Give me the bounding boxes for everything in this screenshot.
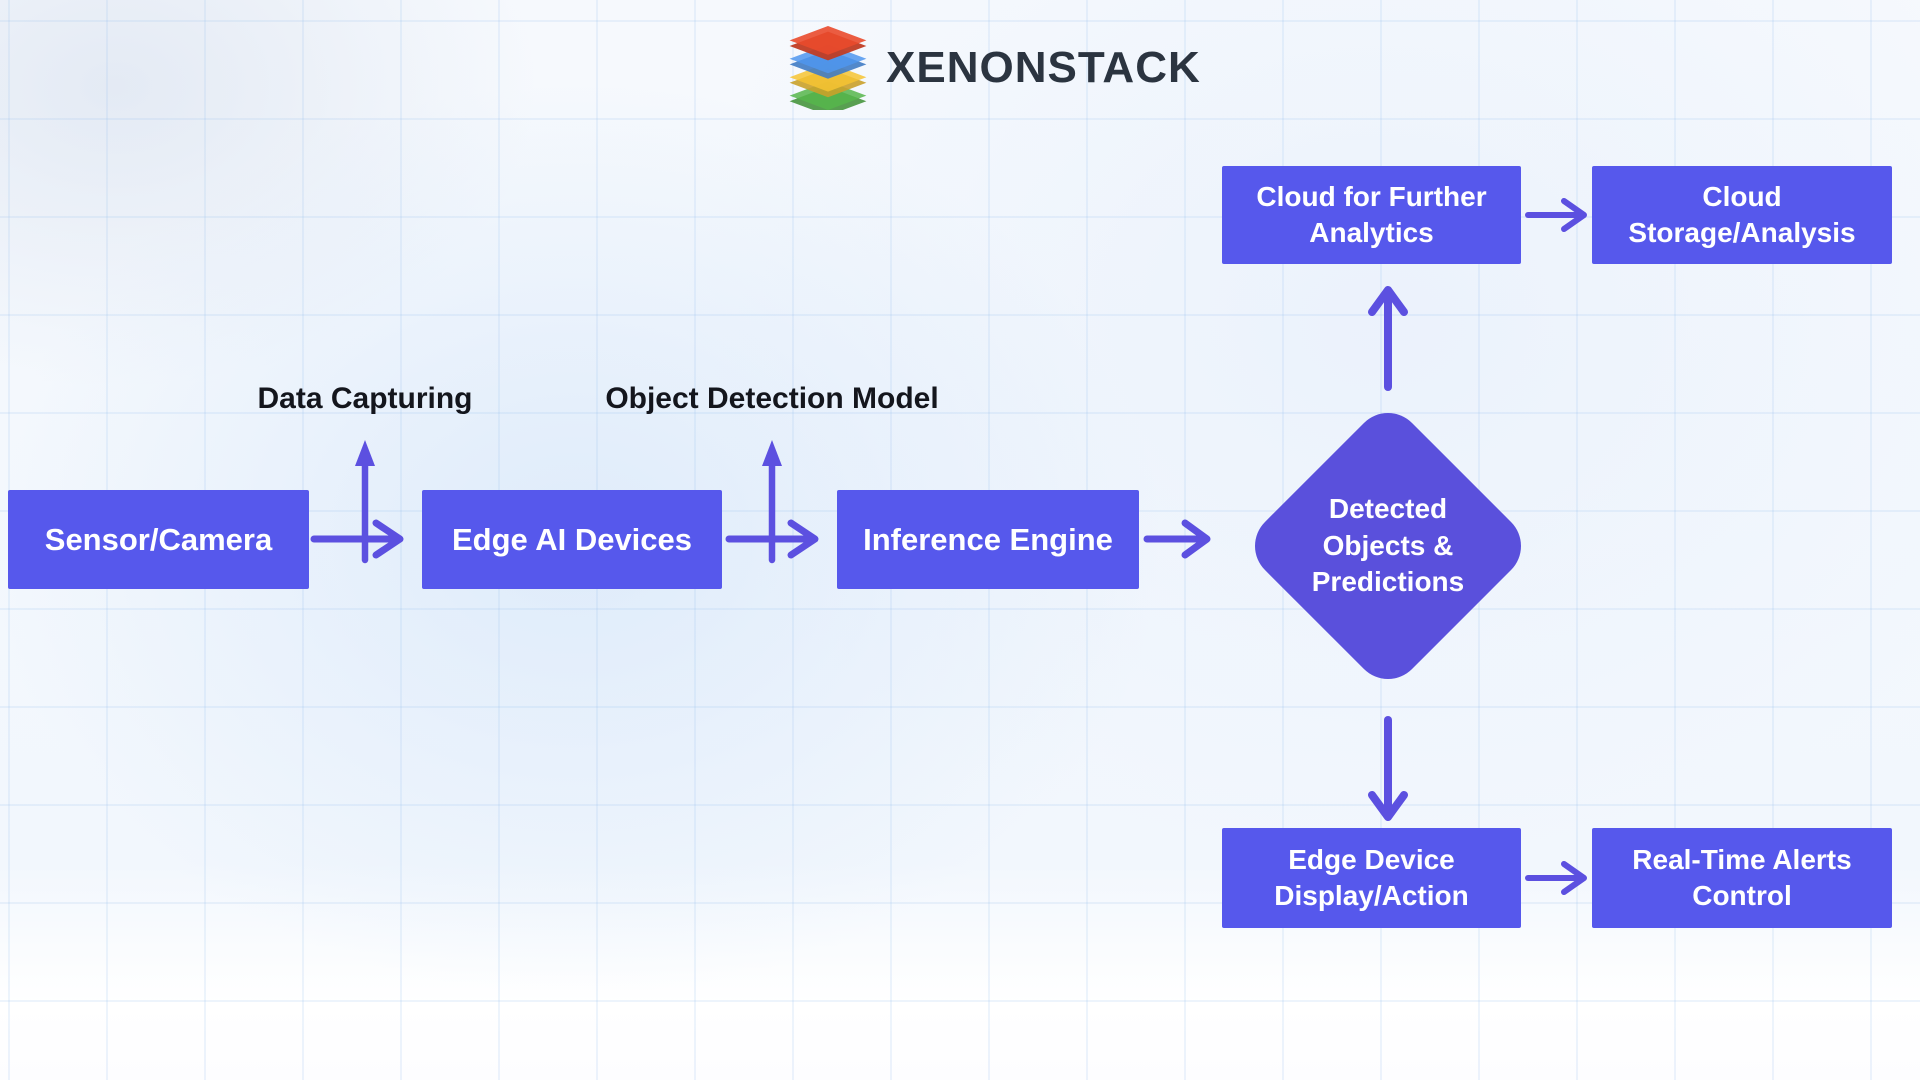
node-detected-line3: Predictions bbox=[1311, 566, 1465, 598]
arrow-sensor-to-edgeai-icon bbox=[310, 519, 404, 559]
node-real-time-alerts-control-line1: Real-Time Alerts bbox=[1632, 843, 1852, 875]
brand-logo: XENONSTACK bbox=[788, 26, 1201, 110]
node-cloud-storage-analysis-line1: Cloud bbox=[1702, 180, 1782, 212]
node-cloud-storage-analysis: Cloud Storage/Analysis bbox=[1592, 166, 1892, 264]
arrow-cloud-analytics-to-storage-icon bbox=[1525, 198, 1587, 232]
node-inference-engine: Inference Engine bbox=[837, 490, 1139, 589]
node-cloud-further-analytics: Cloud for Further Analytics bbox=[1222, 166, 1521, 264]
brand-name: XENONSTACK bbox=[886, 43, 1201, 92]
node-detected-line1: Detected bbox=[1328, 492, 1448, 524]
node-detected-line2: Objects & bbox=[1322, 529, 1454, 561]
node-sensor-camera: Sensor/Camera bbox=[8, 490, 309, 589]
node-sensor-camera-label: Sensor/Camera bbox=[44, 521, 273, 557]
node-real-time-alerts-control: Real-Time Alerts Control bbox=[1592, 828, 1892, 928]
node-cloud-storage-analysis-line2: Storage/Analysis bbox=[1628, 217, 1856, 248]
node-cloud-further-analytics-line1: Cloud for Further bbox=[1256, 180, 1487, 212]
arrow-edge-display-to-alerts-icon bbox=[1525, 861, 1587, 895]
node-edge-device-display-action-line1: Edge Device bbox=[1288, 843, 1455, 875]
node-edge-device-display-action: Edge Device Display/Action bbox=[1222, 828, 1521, 928]
xenonstack-stack-icon bbox=[789, 26, 867, 110]
node-edge-device-display-action-line2: Display/Action bbox=[1274, 880, 1469, 911]
node-edge-ai-devices-label: Edge AI Devices bbox=[451, 521, 693, 557]
arrow-detected-to-cloud-icon bbox=[1368, 286, 1408, 391]
node-inference-engine-label: Inference Engine bbox=[863, 521, 1113, 557]
logo-layer-red bbox=[789, 26, 867, 61]
node-edge-ai-devices: Edge AI Devices bbox=[422, 490, 722, 589]
label-object-detection-model: Object Detection Model bbox=[605, 382, 939, 415]
node-detected-objects-predictions: Detected Objects & Predictions bbox=[1284, 442, 1492, 650]
arrow-data-capturing-icon bbox=[355, 440, 375, 564]
arrow-detected-to-edge-display-icon bbox=[1368, 716, 1408, 821]
label-data-capturing: Data Capturing bbox=[257, 382, 473, 415]
arrow-inference-to-detected-icon bbox=[1143, 519, 1211, 559]
node-cloud-further-analytics-line2: Analytics bbox=[1309, 217, 1434, 248]
arrow-object-detection-model-icon bbox=[762, 440, 782, 564]
node-real-time-alerts-control-line2: Control bbox=[1692, 880, 1792, 911]
